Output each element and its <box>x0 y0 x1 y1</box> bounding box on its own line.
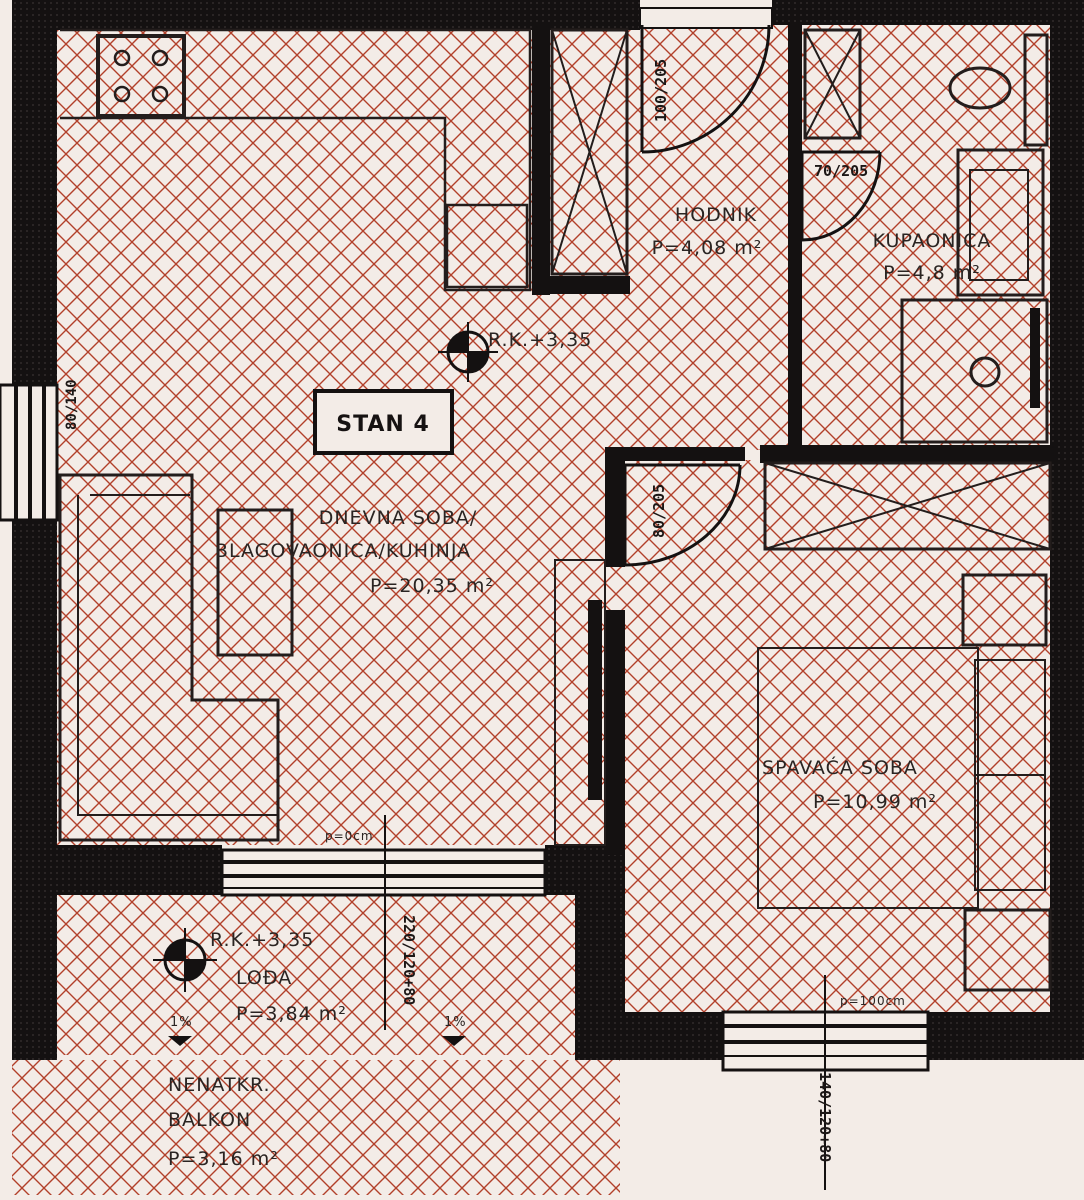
partition-hall-bedroom <box>605 447 745 461</box>
walls <box>12 0 1084 1060</box>
slope-right-label: 1% <box>444 1015 467 1030</box>
balcony-name-2: BALKON <box>168 1109 251 1131</box>
shower <box>900 298 1049 444</box>
hatch-balcony <box>12 1060 620 1195</box>
loggia-parapet-label: p=0cm <box>325 829 374 843</box>
loggia-level: R.K.+3,35 <box>210 929 314 951</box>
window-living-dim: 80/140 <box>64 379 80 430</box>
partition-bath-bedroom <box>760 445 1055 463</box>
loggia-name: LOĐA <box>236 967 292 989</box>
bedroom-name: SPAVAĆA SOBA <box>762 755 918 779</box>
wall-living-bottom-left <box>12 845 222 895</box>
bath-name: KUPAONICA <box>873 230 992 252</box>
wall-left-lower <box>12 520 57 1060</box>
toilet <box>948 66 1012 110</box>
wardrobe-bedroom <box>763 461 1052 551</box>
wall-bedroom-bottom-right <box>928 1012 1084 1060</box>
bath-area: P=4,8 m² <box>883 262 981 284</box>
sink-unit <box>445 203 529 289</box>
stove <box>96 34 186 118</box>
living-name-1: DNEVNA SOBA/ <box>319 507 478 529</box>
partition-bedroom-left <box>605 447 625 567</box>
kitchen-counter <box>60 28 532 292</box>
level-marker-loggia <box>153 928 217 992</box>
level-marker-main <box>438 322 498 382</box>
wall-bedroom-bottom-left <box>575 1012 723 1060</box>
windows <box>0 7 930 1072</box>
doors <box>623 24 882 567</box>
window-loggia-dim: 220/120+80 <box>400 915 418 1005</box>
living-name-2: BLAGOVAONICA/KUHINJA <box>215 540 471 562</box>
furniture <box>58 28 1052 992</box>
balcony-area: P=3,16 m² <box>168 1148 279 1170</box>
slope-left-label: 1% <box>170 1015 193 1030</box>
bath-closet <box>803 28 862 140</box>
bedroom-area: P=10,99 m² <box>813 791 937 813</box>
partition-closet-bottom <box>532 276 630 294</box>
door-bedroom <box>623 463 742 567</box>
door-entry <box>640 24 771 154</box>
door-bath <box>800 150 882 242</box>
main-level: R.K.+3,35 <box>488 329 592 351</box>
partition-bedroom-mid <box>605 610 625 855</box>
coffee-table <box>216 508 294 657</box>
door-bath-dim: 70/205 <box>814 162 868 180</box>
sofa <box>58 473 280 842</box>
partition-closet-left <box>532 25 550 295</box>
window-bedroom-dim: 140/120+80 <box>816 1072 834 1162</box>
unit-title-box <box>313 389 454 455</box>
nightstand-bottom <box>963 908 1052 992</box>
partition-hall-bath <box>788 25 802 445</box>
hatch-hall <box>630 20 790 450</box>
entry-gap <box>639 7 773 29</box>
washbasin <box>956 148 1045 297</box>
door-bedroom-dim: 80/205 <box>650 484 668 538</box>
closet-hall <box>550 28 629 276</box>
bedroom-parapet-label: p=100cm <box>840 994 906 1008</box>
unit-title: STAN 4 <box>336 412 430 437</box>
wall-left-upper <box>12 0 57 385</box>
cabinet-living <box>554 559 606 846</box>
nightstand-top <box>961 573 1048 647</box>
partitions <box>532 25 1055 855</box>
bed <box>757 647 979 909</box>
wall-top-right <box>772 0 1084 25</box>
window-axes <box>384 815 826 1190</box>
hall-name: HODNIK <box>675 204 757 226</box>
hatch-loggia <box>55 895 575 1055</box>
living-area: P=20,35 m² <box>370 575 494 597</box>
loggia-area: P=3,84 m² <box>236 1003 347 1025</box>
slope-arrows <box>168 1036 466 1046</box>
balcony-name-1: NENATKR. <box>168 1074 271 1096</box>
hatch-bedroom <box>620 460 1055 1015</box>
door-entry-dim: 100/205 <box>652 59 670 122</box>
hall-area: P=4,08 m² <box>652 237 763 259</box>
wall-right <box>1050 0 1084 1060</box>
